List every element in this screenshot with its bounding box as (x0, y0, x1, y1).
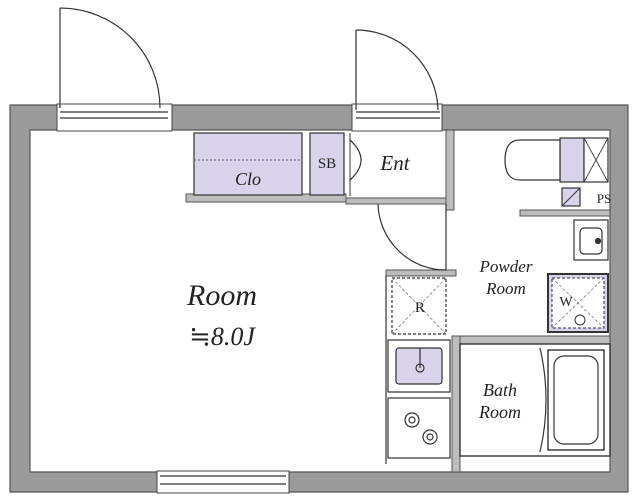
toilet (504, 137, 609, 183)
washer-label: W (559, 295, 573, 310)
interior-walls (185, 129, 611, 473)
shoe-box: SB (309, 132, 345, 196)
powder-room: Powder Room (479, 257, 533, 298)
bath-room-label-2: Room (478, 402, 521, 422)
stove (387, 397, 451, 459)
refrigerator-label: R (415, 300, 425, 316)
bath-room: Bath Room (459, 343, 611, 457)
entrance-label: Ent (379, 151, 410, 175)
kitchen-sink (387, 339, 451, 393)
closet-label: Clo (235, 169, 261, 189)
pipe-space: PS (561, 187, 611, 207)
main-room: Room ≒8.0J (186, 279, 257, 351)
interior-door (377, 203, 447, 271)
powder-room-label-2: Room (485, 279, 526, 298)
shoe-box-label: SB (318, 156, 336, 172)
closet: Clo (193, 132, 303, 196)
wash-basin (573, 219, 609, 261)
entrance-door (355, 29, 440, 119)
powder-room-label-1: Powder (479, 257, 533, 276)
room-label: Room (186, 279, 257, 312)
balcony-door (59, 7, 168, 119)
washer-space: W (547, 273, 609, 333)
refrigerator-space: R (391, 277, 447, 335)
entrance: Ent (349, 133, 411, 196)
bottom-window (160, 475, 286, 485)
pipe-space-label: PS (597, 191, 611, 206)
room-area: ≒8.0J (189, 322, 256, 351)
bath-room-label-1: Bath (483, 380, 517, 400)
